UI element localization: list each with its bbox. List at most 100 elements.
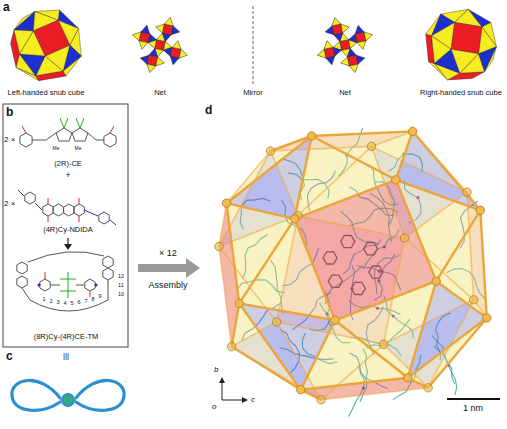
net-face	[139, 41, 148, 50]
mirror-line	[253, 6, 254, 84]
scale-bar	[447, 398, 500, 400]
metal-vertex	[408, 127, 416, 135]
cage-edge	[298, 146, 372, 215]
net-face	[141, 25, 150, 34]
cage-edge	[219, 203, 227, 246]
cage-edge	[271, 146, 372, 151]
cage-edge	[480, 210, 487, 318]
cage-edge	[408, 281, 436, 378]
ring	[40, 279, 50, 291]
reaction-arrow	[67, 238, 68, 245]
cage-face-front	[295, 180, 437, 320]
atom-number: 6	[77, 300, 82, 306]
cage-edge	[232, 303, 240, 346]
net-face	[132, 32, 141, 41]
compound-name: (2R)-CE	[54, 160, 82, 168]
ring	[74, 204, 84, 216]
assembly-count: × 12	[159, 249, 177, 258]
polyhedron-face	[20, 54, 45, 76]
ring	[43, 204, 53, 216]
metal-vertex	[392, 176, 400, 184]
cage-edge	[239, 219, 294, 304]
cage-edge	[408, 318, 487, 378]
net-face	[317, 49, 326, 58]
figure-caption: Right-handed snub cube	[420, 89, 502, 97]
net-face	[326, 56, 335, 65]
cage-edge	[301, 378, 408, 390]
atom-number: 11	[117, 283, 125, 289]
net-face	[156, 57, 165, 66]
atom-number: 12	[117, 274, 125, 280]
metal-vertex	[290, 215, 298, 223]
net-face	[156, 24, 165, 33]
atom-number: 9	[98, 294, 103, 300]
atom-label: Me	[74, 146, 83, 151]
net-face	[171, 26, 180, 35]
metal-vertex	[379, 340, 387, 348]
cage-edge	[396, 180, 481, 211]
cage-edge	[335, 320, 408, 377]
cage-edge	[219, 151, 271, 247]
cage-edge	[239, 303, 335, 320]
equivalence-mark: |||	[63, 352, 69, 360]
metal-vertex	[235, 299, 243, 307]
net-face	[341, 24, 350, 33]
scale-label: 1 nm	[463, 404, 483, 413]
cage-edge	[271, 151, 298, 216]
cage-edge	[219, 247, 232, 347]
polyhedron-face	[432, 22, 455, 49]
atom-number: 10	[117, 292, 125, 298]
panel-letter: d	[205, 104, 212, 116]
net-face	[355, 25, 364, 34]
metal-vertex	[297, 386, 305, 394]
metal-vertex	[367, 142, 375, 150]
atom-label: Me	[52, 146, 61, 151]
cage-edge	[227, 203, 240, 303]
panel-letter: a	[3, 1, 10, 13]
metal-vertex	[404, 374, 412, 382]
panel-letter: c	[6, 350, 13, 362]
metal-vertex	[476, 206, 484, 214]
metal-vertex	[272, 318, 280, 326]
plus-sign: +	[65, 171, 70, 180]
tube-model	[12, 380, 124, 410]
ndida-molecule	[18, 190, 116, 225]
assembly-label: Assembly	[149, 281, 188, 290]
cage-edge	[396, 131, 413, 179]
polyhedron-face	[451, 22, 482, 53]
axis-label: o	[212, 403, 216, 411]
ring	[25, 192, 35, 204]
reaction-arrowhead	[64, 244, 72, 250]
cage-edge	[295, 219, 335, 320]
ring	[64, 204, 74, 216]
net-face	[341, 57, 350, 66]
ring	[85, 279, 95, 291]
cage-edge	[312, 131, 413, 136]
atom-number: 2	[49, 299, 54, 305]
cage-edge	[277, 322, 384, 344]
cage-edge	[372, 146, 468, 192]
ce-molecule	[22, 118, 114, 141]
net-face	[179, 49, 188, 58]
metal-vertex	[215, 242, 223, 250]
cage-edge	[295, 136, 312, 219]
stoichiometry: 2 ×	[4, 136, 15, 144]
snub-cubes	[11, 9, 497, 80]
ring	[99, 212, 109, 224]
cage-edge	[396, 180, 436, 281]
ring	[20, 133, 32, 147]
axis-label: c	[251, 396, 255, 404]
cage-edge	[436, 281, 487, 318]
metal-vertex	[483, 314, 491, 322]
net-face	[147, 64, 156, 73]
ring	[17, 262, 27, 274]
net-face	[164, 17, 173, 26]
net-face	[140, 55, 149, 64]
ring	[103, 256, 113, 268]
cage-edge	[295, 180, 396, 219]
cage-edge	[321, 388, 428, 400]
metal-vertex	[317, 396, 325, 404]
atom-number: 8	[91, 297, 96, 303]
metal-vertex	[463, 188, 471, 196]
